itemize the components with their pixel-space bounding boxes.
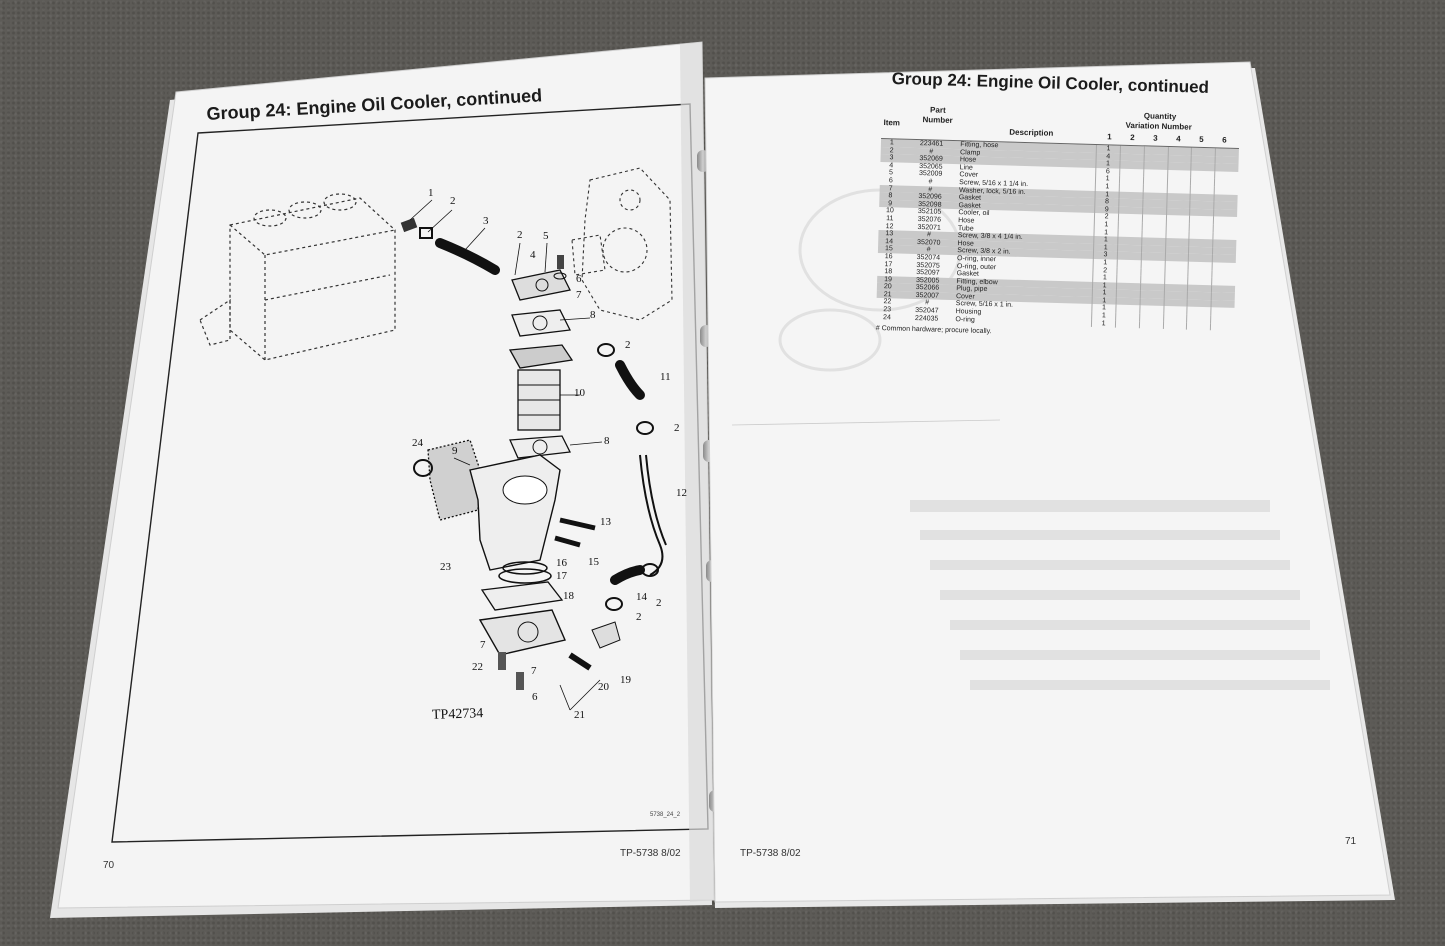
callout-label: 5 [543,230,549,242]
callout-label: 7 [576,289,582,301]
variation-col-5: 5 [1199,134,1204,144]
header-item: Item [883,118,901,128]
engine-block-outline [199,193,396,361]
callout-label: 11 [660,371,671,383]
variation-col-1: 1 [1107,132,1112,142]
cell-item: 24 [883,313,891,321]
callout-label: 3 [483,215,489,227]
callout-label: 13 [600,516,611,528]
gasket-8-upper [511,309,571,337]
header-part-number: Part Number [922,105,953,125]
callout-label: 23 [440,561,451,573]
callout-label: 20 [598,681,609,693]
variation-col-6: 6 [1222,135,1227,145]
parts-table: Item Part Number Description Quantity Va… [876,105,1240,342]
header-variation: Variation Number [1125,120,1192,132]
callout-label: 24 [412,437,423,449]
callout-label: 2 [636,611,642,623]
callout-label: 2 [656,597,662,609]
callout-label: 6 [532,691,538,703]
cell-quantity-1: 1 [1091,319,1116,328]
callout-label: 22 [472,661,483,673]
callout-label: 19 [620,674,631,686]
callout-label: 15 [588,556,599,568]
tube-12 [639,454,664,576]
right-page-number: 71 [1345,836,1357,847]
callout-label: 8 [590,309,596,321]
callout-label: 17 [556,570,567,582]
o-ring-24 [413,459,433,477]
callout-label: 7 [480,639,486,651]
cell-part-number: 224035 [914,314,939,323]
callout-label: 2 [517,229,523,241]
cell-quantity-4 [1162,321,1187,330]
figure-code: 5738_24_2 [650,812,681,818]
callout-label: 21 [574,709,585,721]
hose-14 [610,565,645,585]
gasket-9 [427,439,481,521]
callout-label: 4 [530,249,536,261]
callout-label: 2 [674,422,680,434]
callout-label: 9 [452,445,458,457]
callout-label: 2 [625,339,631,351]
callout-label: 1 [428,187,434,199]
cover-21 [478,609,566,656]
callout-label: 7 [531,665,537,677]
callout-label: 16 [556,557,567,569]
cell-quantity-5 [1186,322,1211,331]
callout-label: 8 [604,435,610,447]
hose-3 [435,238,500,275]
hose-11 [615,360,645,400]
cell-quantity-3 [1138,320,1163,330]
variation-col-3: 3 [1153,133,1158,143]
left-page-number: 70 [103,860,115,871]
callout-label: 18 [563,590,574,602]
cell-quantity-6 [1210,322,1235,332]
header-description: Description [1009,127,1054,138]
timing-cover-outline [571,167,673,321]
callout-label: 6 [576,273,582,285]
right-doc-code: TP-5738 8/02 [740,848,801,859]
left-doc-code: TP-5738 8/02 [620,848,681,859]
cover-5 [511,269,571,301]
cell-quantity-2 [1114,320,1139,329]
variation-col-4: 4 [1176,134,1181,144]
header-quantity: Quantity [1143,111,1177,122]
callout-label: 12 [676,487,687,499]
callout-label: 10 [574,387,585,399]
variation-col-2: 2 [1130,132,1135,143]
callout-label: 2 [450,195,456,207]
callout-label: 14 [636,591,647,603]
